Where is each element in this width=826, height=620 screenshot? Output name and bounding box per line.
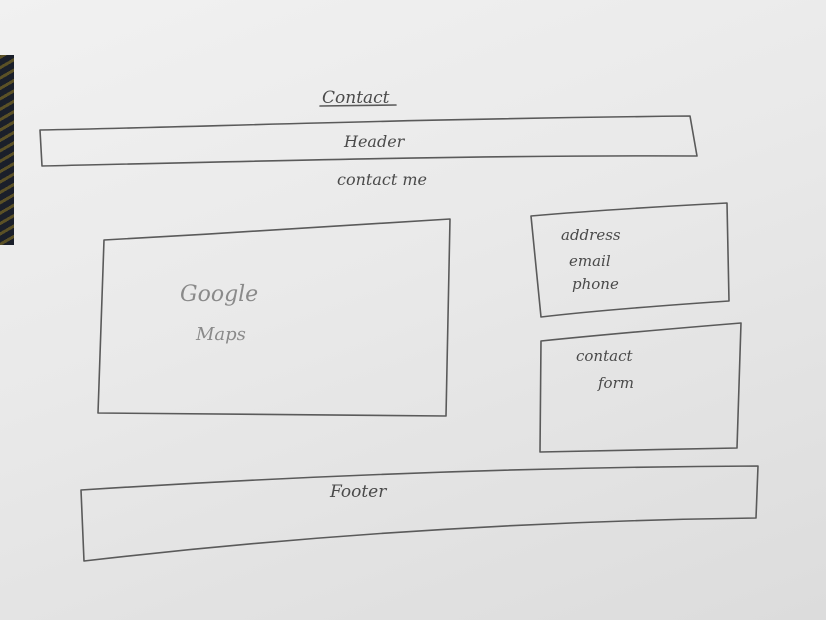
- map-box: [97, 218, 451, 417]
- header-label: Header: [343, 132, 406, 151]
- header-box: [39, 115, 698, 167]
- info-phone: phone: [572, 275, 619, 293]
- map-label-line2: Maps: [195, 324, 246, 345]
- footer-label: Footer: [329, 482, 387, 502]
- form-label-line2: form: [597, 374, 634, 392]
- page-title: Contact: [322, 88, 390, 108]
- page-title-underline: [319, 104, 397, 107]
- info-address: address: [561, 226, 621, 244]
- form-label-line1: contact: [576, 347, 633, 365]
- info-box: [530, 202, 730, 318]
- subtitle: contact me: [337, 170, 427, 189]
- footer-box: [80, 465, 759, 562]
- contact-form-box: [539, 322, 742, 453]
- info-email: email: [569, 252, 611, 270]
- background-edge: [0, 55, 14, 245]
- map-label-line1: Google: [180, 282, 258, 307]
